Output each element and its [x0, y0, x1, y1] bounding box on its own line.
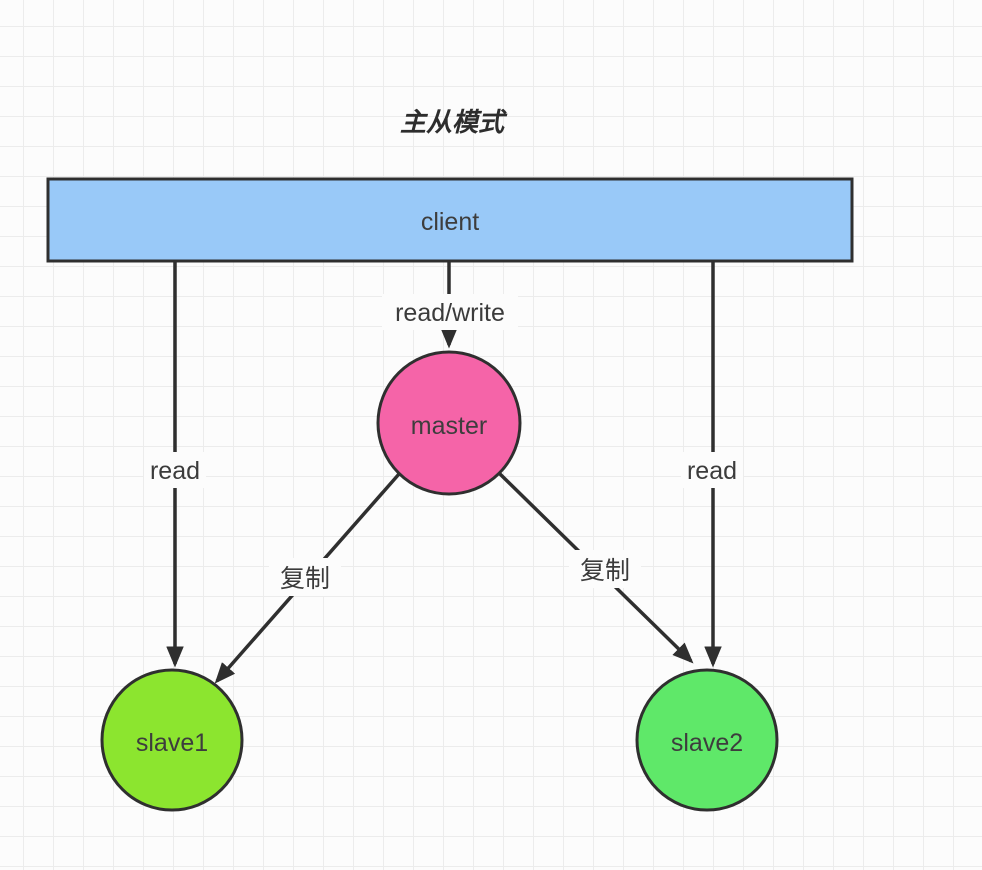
edge-label-bg-replicate-left: [269, 558, 341, 596]
slave2-node-label: slave2: [671, 729, 743, 757]
edge-label-replicate-right: 复制: [580, 557, 630, 585]
slave2-node: [635, 668, 779, 812]
diagram-title: 主从模式: [400, 107, 508, 137]
edge-label-replicate-left: 复制: [280, 565, 330, 593]
master-node: [376, 350, 522, 496]
client-node-label: client: [421, 208, 479, 236]
edge-label-bg-read-right: [681, 452, 743, 488]
edge-label-read-left: read: [150, 457, 200, 485]
master-node-label: master: [411, 412, 487, 440]
slave1-node: [100, 668, 244, 812]
edge-label-read-write: read/write: [395, 299, 505, 327]
slave1-node-label: slave1: [136, 729, 208, 757]
edge-label-bg-replicate-right: [569, 550, 641, 588]
edge-label-bg-read-write: [382, 294, 518, 330]
edge-label-read-right: read: [687, 457, 737, 485]
client-node: [46, 177, 854, 263]
edge-label-bg-read-left: [144, 452, 206, 488]
